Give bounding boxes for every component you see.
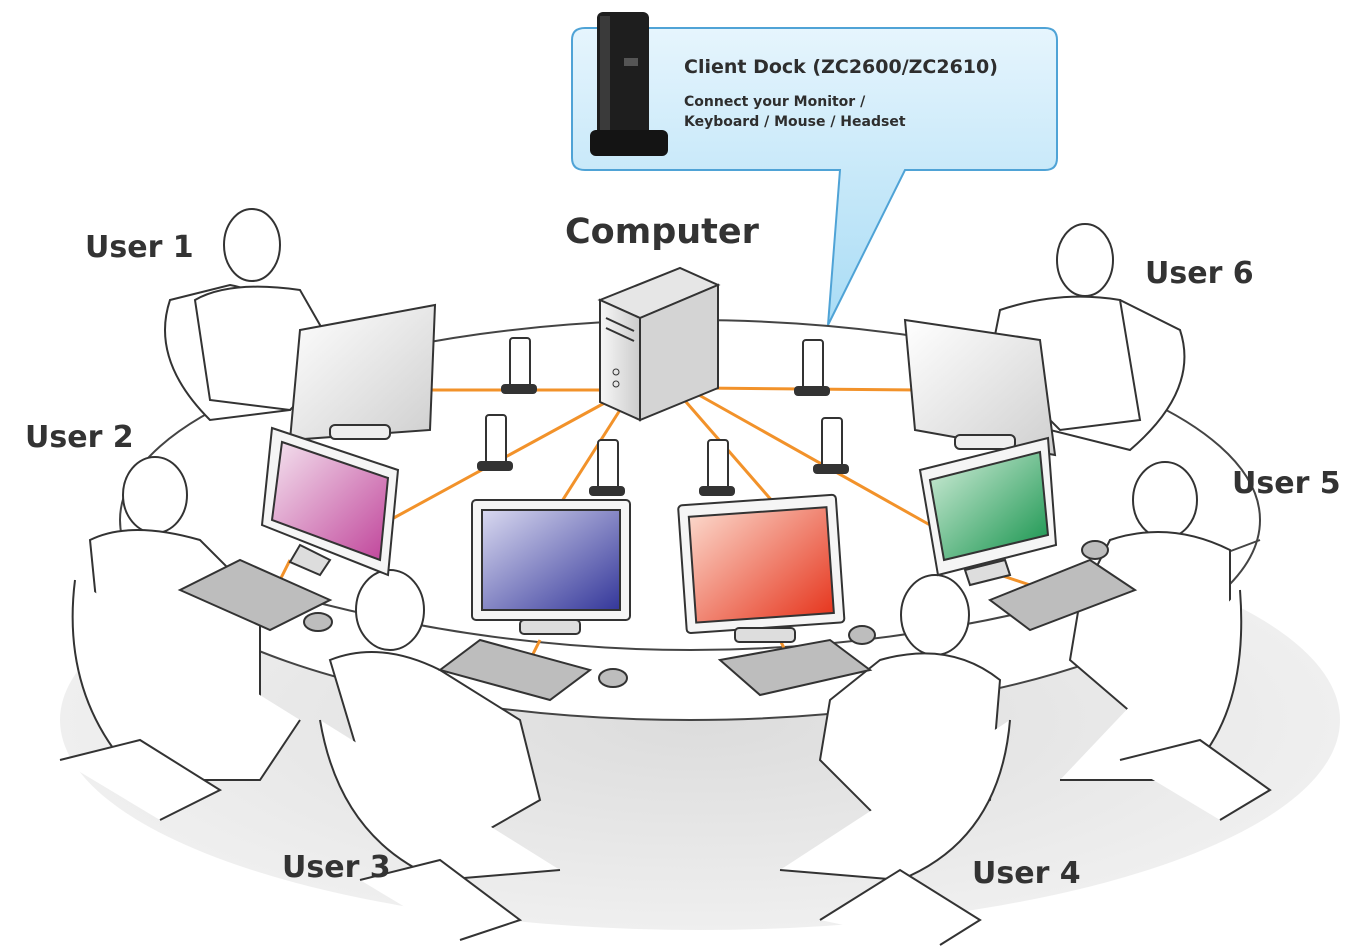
monitor-icon — [260, 426, 400, 577]
tower-computer-icon — [597, 266, 721, 422]
peripherals — [177, 540, 1138, 702]
monitor-icon — [677, 493, 846, 643]
person-icon — [779, 574, 1011, 946]
callout-line-1: Connect your Monitor / — [684, 94, 866, 110]
person-icon — [319, 569, 561, 941]
user-6-label: User 6 — [1145, 256, 1254, 291]
client-dock-icon — [477, 414, 513, 471]
client-dock-callout — [571, 12, 1058, 326]
client-dock-icon — [794, 339, 830, 396]
user-1-label: User 1 — [85, 230, 194, 265]
monitor-icon — [918, 436, 1058, 587]
monitor-icon — [903, 318, 1057, 457]
keyboard-icon — [437, 638, 593, 702]
monitors — [260, 303, 1058, 643]
client-dock-icon — [589, 439, 625, 496]
mouse-icon — [303, 612, 333, 632]
keyboard-icon — [177, 558, 333, 632]
client-dock-icon — [813, 417, 849, 474]
computer-label: Computer — [565, 212, 759, 252]
client-docks — [477, 337, 849, 496]
callout-line-2: Keyboard / Mouse / Headset — [684, 114, 906, 130]
client-dock-icon — [590, 12, 668, 156]
keyboard-icon — [987, 558, 1138, 632]
mouse-icon — [848, 625, 876, 645]
person-icon — [988, 223, 1186, 452]
client-dock-icon — [501, 337, 537, 394]
mouse-icon — [598, 668, 628, 688]
monitor-icon — [471, 499, 631, 635]
keyboard-icon — [717, 638, 873, 697]
user-4-label: User 4 — [972, 856, 1081, 891]
people — [59, 208, 1272, 946]
user-2-label: User 2 — [25, 420, 134, 455]
user-5-label: User 5 — [1232, 466, 1341, 501]
callout-title: Client Dock (ZC2600/ZC2610) — [684, 56, 998, 78]
mouse-icon — [1081, 540, 1109, 560]
user-3-label: User 3 — [282, 850, 391, 885]
monitor-icon — [288, 303, 437, 442]
client-dock-icon — [699, 439, 735, 496]
